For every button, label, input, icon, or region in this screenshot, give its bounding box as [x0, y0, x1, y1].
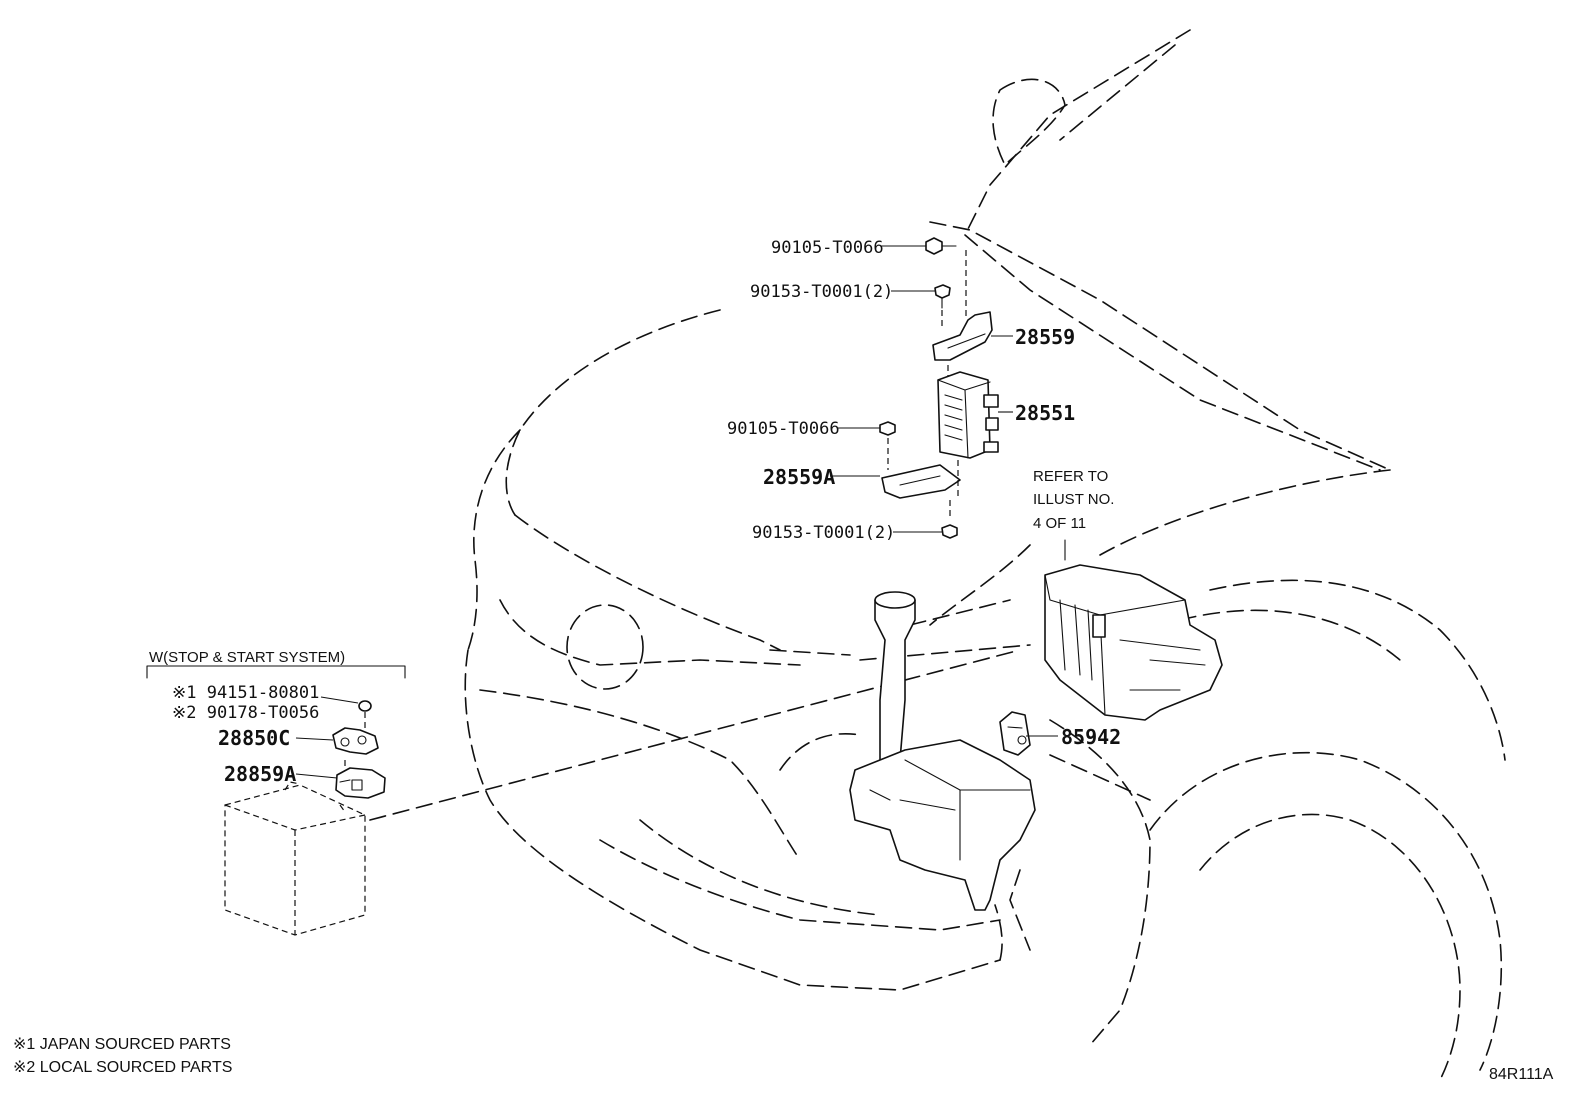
- relay: [999, 711, 1031, 756]
- refer-line-3: 4 OF 11: [1033, 515, 1086, 532]
- fuse-box: [1044, 539, 1223, 721]
- washer-tank: [849, 591, 1036, 911]
- label-90178[interactable]: ※2 90178-T0056: [172, 703, 319, 723]
- part-labels: 90105-T0066 90153-T0001(2) 28559 28551 9…: [13, 238, 1554, 1083]
- label-28559a[interactable]: 28559A: [763, 465, 835, 489]
- label-90153-bot[interactable]: 90153-T0001(2): [752, 523, 895, 543]
- footnote-2: ※2 LOCAL SOURCED PARTS: [13, 1059, 232, 1076]
- sensor-parts: [332, 700, 386, 799]
- stop-start-group: [146, 665, 406, 679]
- label-28850c[interactable]: 28850C: [218, 726, 290, 750]
- label-28551[interactable]: 28551: [1015, 401, 1075, 425]
- label-28559[interactable]: 28559: [1015, 325, 1075, 349]
- label-90105-mid[interactable]: 90105-T0066: [727, 419, 840, 439]
- label-94151[interactable]: ※1 94151-80801: [172, 683, 319, 703]
- label-85942[interactable]: 85942: [1061, 725, 1121, 749]
- label-90105-top[interactable]: 90105-T0066: [771, 238, 884, 258]
- leader-lines: [295, 245, 1058, 779]
- label-28859a[interactable]: 28859A: [224, 762, 296, 786]
- label-90153-top[interactable]: 90153-T0001(2): [750, 282, 893, 302]
- refer-line-2: ILLUST NO.: [1033, 491, 1114, 508]
- footnote-1: ※1 JAPAN SOURCED PARTS: [13, 1036, 231, 1053]
- group-title: W(STOP & START SYSTEM): [149, 649, 345, 666]
- refer-line-1: REFER TO: [1033, 468, 1108, 485]
- ecu-stack: [879, 237, 999, 539]
- vehicle-outline: [369, 29, 1506, 1081]
- illustration-number: 84R111A: [1489, 1066, 1554, 1083]
